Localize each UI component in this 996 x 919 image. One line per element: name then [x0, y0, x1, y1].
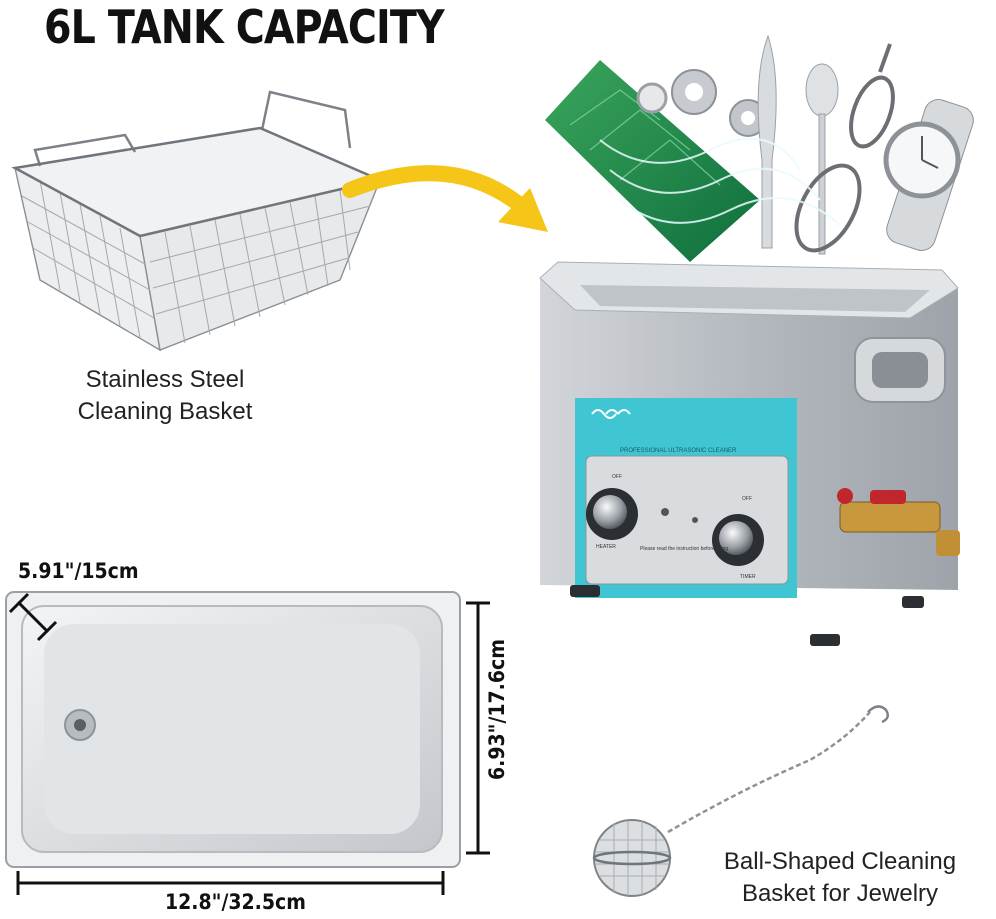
dimension-lines — [8, 592, 490, 895]
cleaning-items — [545, 34, 974, 262]
curved-arrow-icon — [342, 165, 548, 232]
timer-label: TIMER — [740, 574, 756, 580]
basket-caption: Stainless Steel Cleaning Basket — [40, 364, 290, 428]
basket-caption-line1: Stainless Steel — [85, 366, 245, 393]
jewelry-ball-basket — [592, 705, 890, 897]
page-title: 6L TANK CAPACITY — [44, 0, 445, 54]
watch — [883, 99, 974, 251]
heater-off-label: OFF — [612, 474, 622, 480]
drain-valve — [837, 488, 960, 556]
basket-caption-line2: Cleaning Basket — [77, 398, 253, 425]
wave-icon — [599, 137, 841, 226]
panel-header-text: PROFESSIONAL ULTRASONIC CLEANER — [620, 448, 737, 454]
width-dimension-label: 6.93"/17.6cm — [485, 639, 509, 780]
jewelry-caption-line2: Basket for Jewelry — [741, 880, 939, 907]
length-dimension-label: 12.8"/32.5cm — [165, 890, 306, 914]
heater-label: HEATER — [596, 544, 616, 550]
panel-note-text: Please read the instruction before using — [640, 546, 728, 552]
jewelry-caption: Ball-Shaped Cleaning Basket for Jewelry — [690, 846, 990, 910]
stainless-tray — [5, 591, 461, 868]
ultrasonic-cleaner — [539, 261, 960, 646]
wire-basket — [11, 90, 384, 352]
timer-off-label: OFF — [742, 496, 752, 502]
jewelry-caption-line1: Ball-Shaped Cleaning — [723, 848, 957, 875]
depth-dimension-label: 5.91"/15cm — [18, 559, 139, 583]
